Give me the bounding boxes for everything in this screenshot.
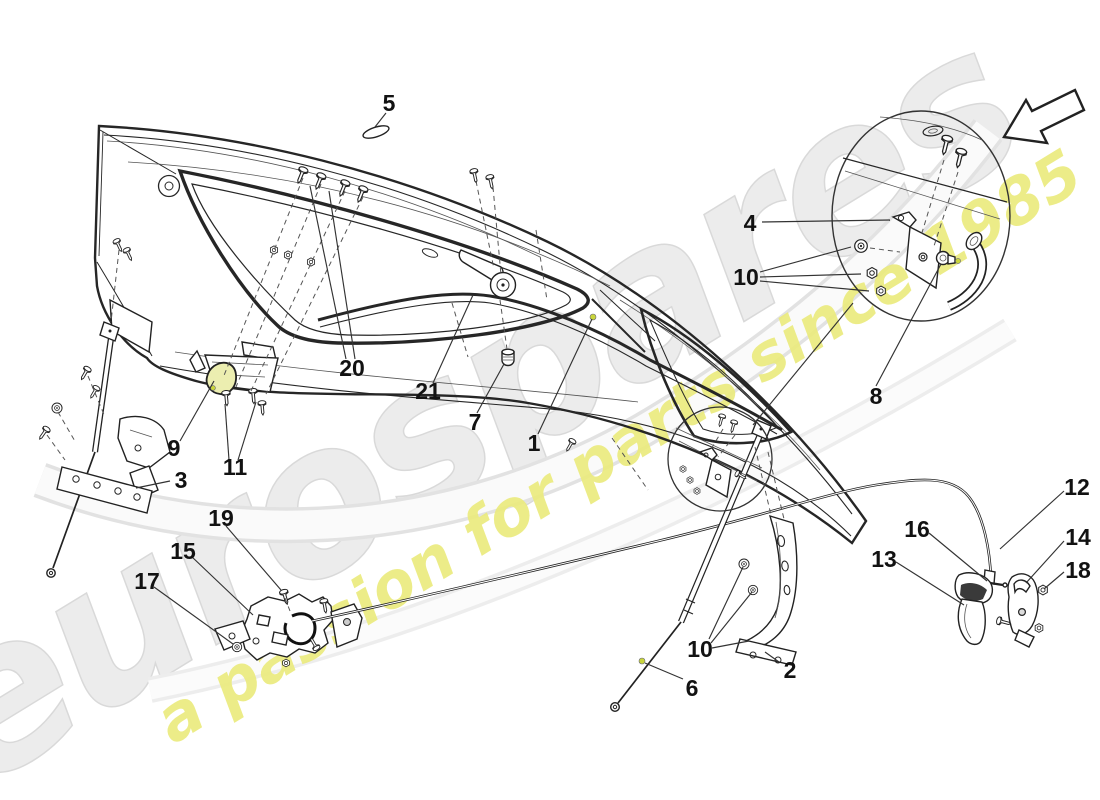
lock-bracket [995,573,1048,648]
bonnet-panel [93,124,868,545]
callout-7[interactable]: 7 [469,409,482,435]
cap-part [362,125,390,139]
direction-arrow-icon [1002,88,1086,145]
right-gas-strut [610,419,772,713]
callout-3[interactable]: 3 [175,467,188,493]
callout-12[interactable]: 12 [1064,474,1090,500]
callout-21[interactable]: 21 [415,378,441,404]
right-hinge [735,514,798,666]
callout-15[interactable]: 15 [170,538,196,564]
callout-2[interactable]: 2 [784,657,797,683]
projection-lines [46,159,959,612]
callout-8[interactable]: 8 [870,383,883,409]
release-cable [311,478,1008,623]
callout-11[interactable]: 11 [223,454,248,480]
callout-13[interactable]: 13 [871,546,897,572]
callout-14[interactable]: 14 [1065,524,1091,550]
callout-1[interactable]: 1 [528,430,541,456]
callout-5[interactable]: 5 [383,90,396,116]
callout-18[interactable]: 18 [1065,557,1091,583]
callout-9[interactable]: 9 [168,435,181,461]
highlight-dots [210,258,961,665]
callout-4[interactable]: 4 [744,210,757,236]
callout-16[interactable]: 16 [904,516,930,542]
bonnet-latch [214,587,363,668]
left-hinge-strut [35,321,171,578]
callout-10-upper[interactable]: 10 [733,264,759,290]
rubber-buffer [501,348,515,367]
detail-inset-large [831,110,1011,322]
watermark-swoosh [33,119,1017,703]
callout-6[interactable]: 6 [686,675,699,701]
detail-inset-small [667,406,773,512]
release-handle [954,572,994,646]
inset-connector-line [752,302,854,426]
callout-labels: 5 4 10 8 20 21 7 1 9 11 3 19 15 17 12 14… [134,90,1091,701]
callout-17[interactable]: 17 [134,568,160,594]
callout-20[interactable]: 20 [339,355,365,381]
leader-lines [135,112,1065,680]
bonnet-drawing [35,88,1086,713]
callout-19[interactable]: 19 [208,505,234,531]
callout-10-lower[interactable]: 10 [687,636,713,662]
